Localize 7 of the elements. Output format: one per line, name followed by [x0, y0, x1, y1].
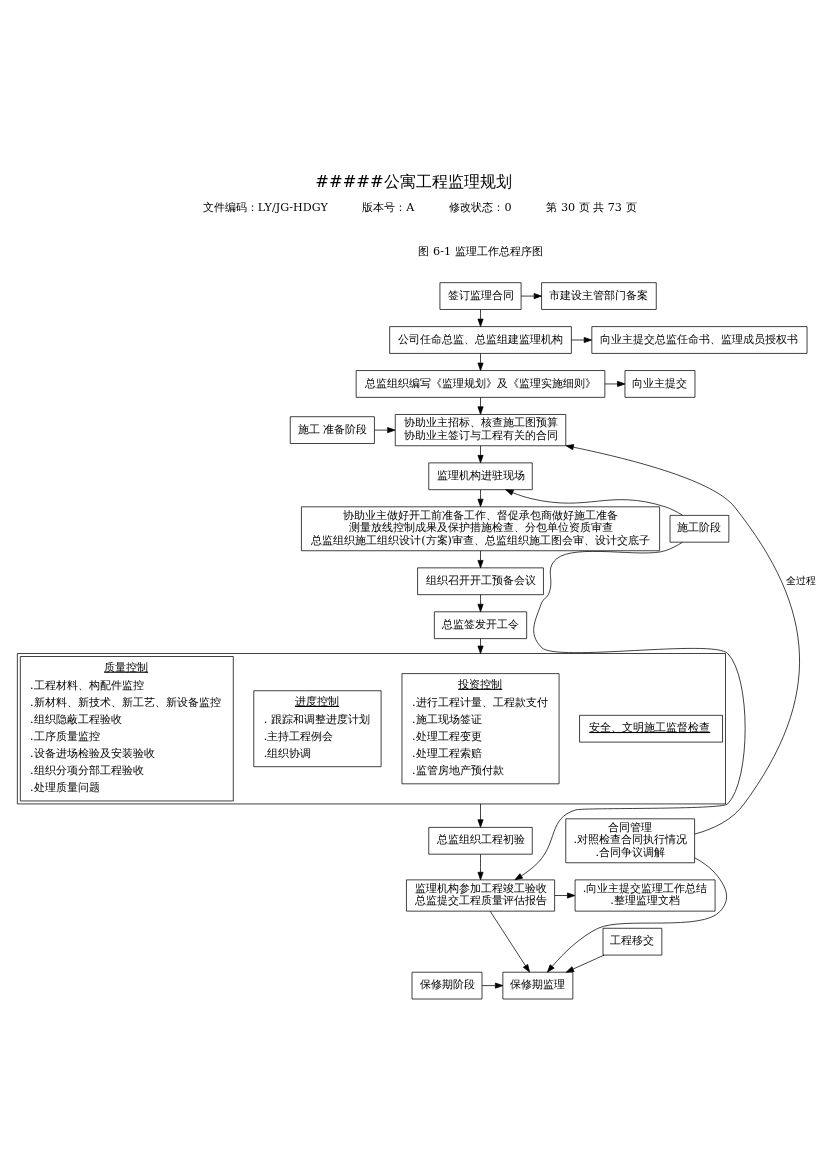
- edge-label: 全过程: [786, 574, 817, 586]
- label: 文件编码：LY/JG-HDGY: [202, 200, 328, 214]
- caption: 图 6-1 监理工作总程序图: [418, 244, 543, 258]
- label: 第 30 页 共 73 页: [546, 200, 637, 214]
- label: 版本号：A: [362, 200, 415, 214]
- label: 修改状态：0: [449, 200, 512, 214]
- diagram-title: #####公寓工程监理规划: [315, 171, 512, 191]
